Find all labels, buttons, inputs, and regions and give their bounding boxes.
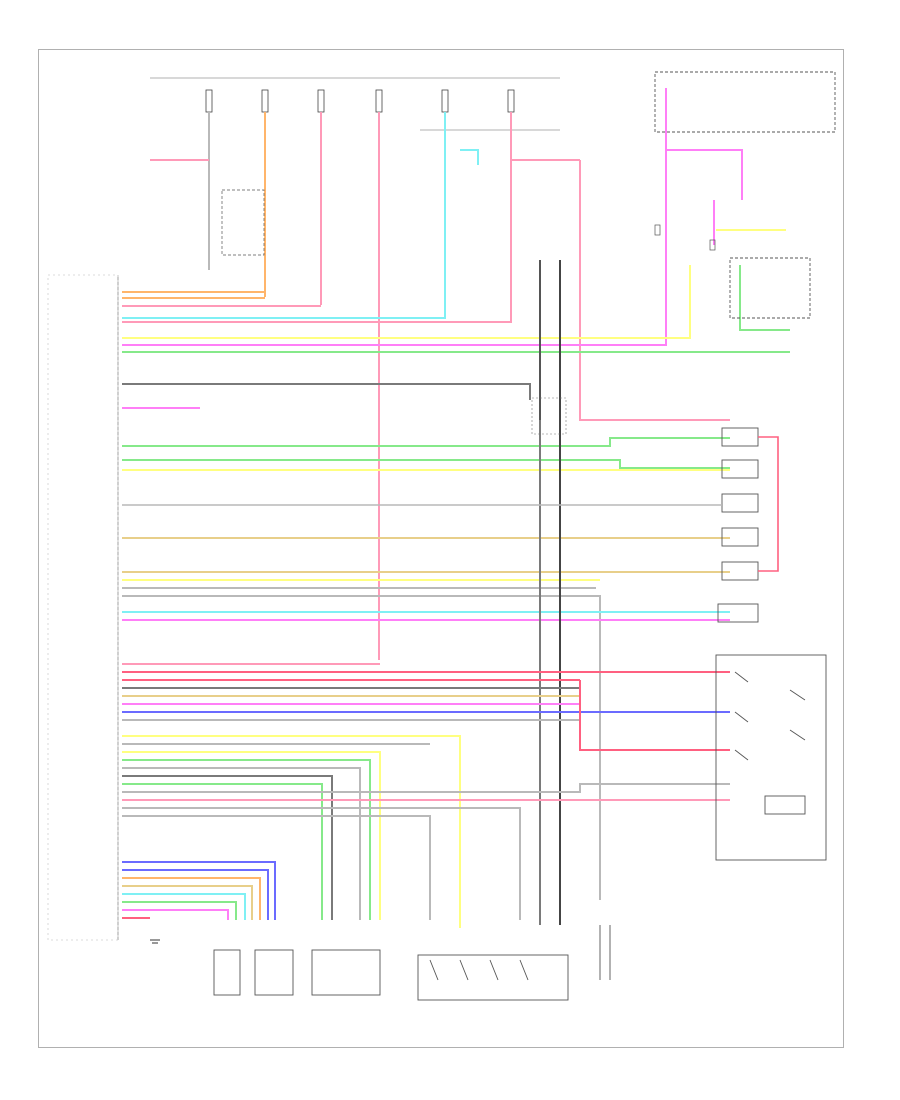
transfer-case-switch: [213, 949, 241, 996]
shift-solenoid-assembly: [715, 654, 827, 861]
left-upper-wiring: [150, 159, 265, 270]
pink-loop: [122, 159, 730, 421]
pcm-lower-wires: [122, 663, 730, 928]
brake-switch: [599, 925, 611, 980]
automatic-transmission: [122, 427, 779, 623]
sensor-cables: [531, 260, 567, 925]
ground-symbols: [150, 939, 160, 944]
bottom-wiring: [122, 861, 276, 920]
transmission-range-switch: [417, 954, 569, 1001]
pcm-upper-wires: [122, 291, 790, 900]
fuse-feed-wires: [122, 112, 512, 660]
throttle-position-sensor: [311, 949, 381, 996]
powertrain-control-module: [47, 274, 119, 941]
instrument-panel-cluster: [122, 88, 790, 346]
cruise-control-switch: [654, 71, 836, 319]
diagram-frame: [38, 49, 844, 1048]
vehicle-speed-sensor: [254, 949, 294, 996]
fuse-block: [150, 77, 560, 131]
